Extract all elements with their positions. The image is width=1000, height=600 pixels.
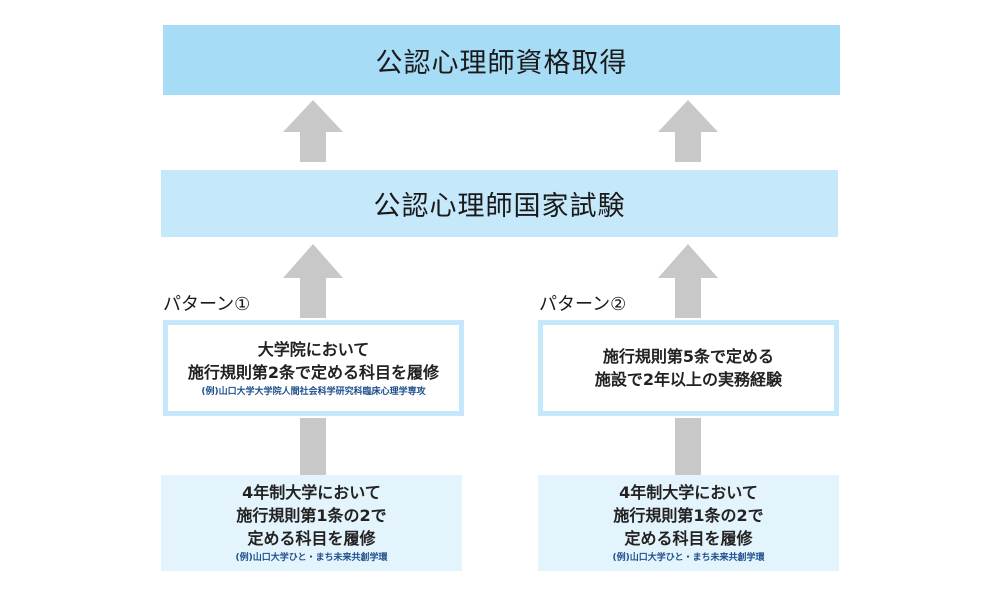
pattern-1-mid-note: (例)山口大学大学院人間社会科学研究科臨床心理学専攻 — [201, 386, 426, 397]
up-arrow-right-top — [658, 100, 718, 162]
pattern-1-bottom-line-2: 施行規則第1条の2で — [236, 506, 387, 525]
pattern-2-mid-line-1: 施行規則第5条で定める — [602, 347, 775, 366]
up-arrow-left-mid — [283, 244, 343, 318]
certification-title: 公認心理師資格取得 — [375, 47, 628, 79]
connector-left-bottom — [300, 418, 326, 475]
pattern-1-mid-line-1: 大学院において — [257, 339, 370, 359]
pattern-2-mid-line-2: 施設で2年以上の実務経験 — [594, 370, 783, 389]
pattern-2-bottom-line-3: 定める科目を履修 — [624, 529, 753, 548]
pattern-2-bottom-note: (例)山口大学ひと・まち未来共創学環 — [612, 553, 765, 563]
up-arrow-left-top — [283, 100, 343, 162]
pattern-1-undergraduate-box: 4年制大学において 施行規則第1条の2で 定める科目を履修 (例)山口大学ひと・… — [161, 475, 462, 571]
connector-right-bottom — [675, 418, 701, 475]
pattern-2-bottom-line-1: 4年制大学において — [619, 483, 758, 502]
certification-box: 公認心理師資格取得 — [163, 25, 840, 95]
pattern-1-graduate-box: 大学院において 施行規則第2条で定める科目を履修 (例)山口大学大学院人間社会科… — [163, 320, 464, 416]
pattern-1-bottom-line-1: 4年制大学において — [242, 483, 381, 502]
pattern-1-bottom-note: (例)山口大学ひと・まち未来共創学環 — [235, 553, 388, 563]
pattern-2-undergraduate-box: 4年制大学において 施行規則第1条の2で 定める科目を履修 (例)山口大学ひと・… — [538, 475, 839, 571]
pattern-1-mid-line-2: 施行規則第2条で定める科目を履修 — [187, 362, 440, 382]
pattern-2-experience-box: 施行規則第5条で定める 施設で2年以上の実務経験 — [538, 320, 839, 416]
pattern-1-label: パターン① — [163, 294, 251, 315]
pattern-1-bottom-line-3: 定める科目を履修 — [247, 529, 376, 548]
national-exam-title: 公認心理師国家試験 — [373, 191, 626, 222]
up-arrow-right-mid — [658, 244, 718, 318]
pattern-2-label: パターン② — [539, 294, 627, 315]
national-exam-box: 公認心理師国家試験 — [161, 170, 838, 237]
pattern-2-bottom-line-2: 施行規則第1条の2で — [613, 506, 764, 525]
